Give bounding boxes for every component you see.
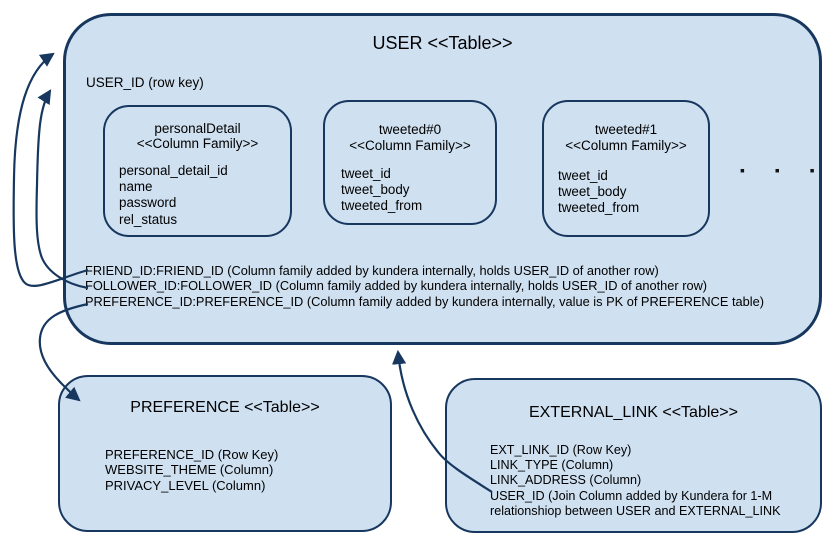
field: tweet_id <box>341 166 391 181</box>
field: password <box>119 195 177 211</box>
column-family-name: tweeted#1 <box>594 122 658 137</box>
column-family-fields: personal_detail_id name password rel_sta… <box>119 163 228 228</box>
field: PRIVACY_LEVEL (Column) <box>105 477 266 493</box>
external-link-table-title: EXTERNAL_LINK <<Table>> <box>528 404 738 421</box>
field: LINK_ADDRESS (Column) <box>490 473 642 488</box>
field: relationshiop between USER and EXTERNAL_… <box>490 503 781 518</box>
field: tweet_id <box>558 168 608 183</box>
column-family-stereotype: <<Column Family>> <box>349 138 471 153</box>
field: WEBSITE_THEME (Column) <box>105 462 274 478</box>
external-link-table-box: EXTERNAL_LINK <<Table>> EXT_LINK_ID (Row… <box>445 378 822 533</box>
preference-table-box: PREFERENCE <<Table>> PREFERENCE_ID (Row … <box>58 375 392 532</box>
follower-id-note: FOLLOWER_ID:FOLLOWER_ID (Column family a… <box>85 278 708 294</box>
preference-table-fields: PREFERENCE_ID (Row Key) WEBSITE_THEME (C… <box>105 447 278 493</box>
external-link-table-fields: EXT_LINK_ID (Row Key) LINK_TYPE (Column)… <box>490 443 781 519</box>
more-column-families-ellipsis: ▪ ▪ ▪ <box>740 162 828 178</box>
user-row-key-label: USER_ID (row key) <box>86 75 204 90</box>
column-family-fields: tweet_id tweet_body tweeted_from <box>341 166 422 215</box>
column-family-tweeted1-box: tweeted#1 <<Column Family>> tweet_id twe… <box>542 100 710 237</box>
field: personal_detail_id <box>119 163 228 178</box>
column-family-personaldetail-box: personalDetail <<Column Family>> persona… <box>103 105 292 237</box>
field: tweet_body <box>558 184 627 200</box>
preference-table-title: PREFERENCE <<Table>> <box>130 399 320 416</box>
field: tweet_body <box>341 182 410 198</box>
field: LINK_TYPE (Column) <box>490 458 614 473</box>
column-family-name: personalDetail <box>154 121 241 136</box>
column-family-fields: tweet_id tweet_body tweeted_from <box>558 168 639 217</box>
field: tweeted_from <box>558 200 640 216</box>
field: tweeted_from <box>341 198 423 214</box>
field: PREFERENCE_ID (Row Key) <box>105 447 279 462</box>
field: USER_ID (Join Column added by Kundera fo… <box>490 488 773 503</box>
column-family-tweeted0-box: tweeted#0 <<Column Family>> tweet_id twe… <box>323 100 497 225</box>
friend-id-note: FRIEND_ID:FRIEND_ID (Column family added… <box>85 263 659 278</box>
field: name <box>119 179 153 195</box>
column-family-name: tweeted#0 <box>378 122 442 137</box>
field: EXT_LINK_ID (Row Key) <box>490 443 632 457</box>
user-table-title: USER <<Table>> <box>372 33 513 53</box>
field: rel_status <box>119 211 178 227</box>
kundera-internal-notes: FRIEND_ID:FRIEND_ID (Column family added… <box>85 263 764 309</box>
preference-id-note: PREFERENCE_ID:PREFERENCE_ID (Column fami… <box>85 293 764 309</box>
column-family-stereotype: <<Column Family>> <box>565 138 687 153</box>
column-family-stereotype: <<Column Family>> <box>136 136 259 151</box>
